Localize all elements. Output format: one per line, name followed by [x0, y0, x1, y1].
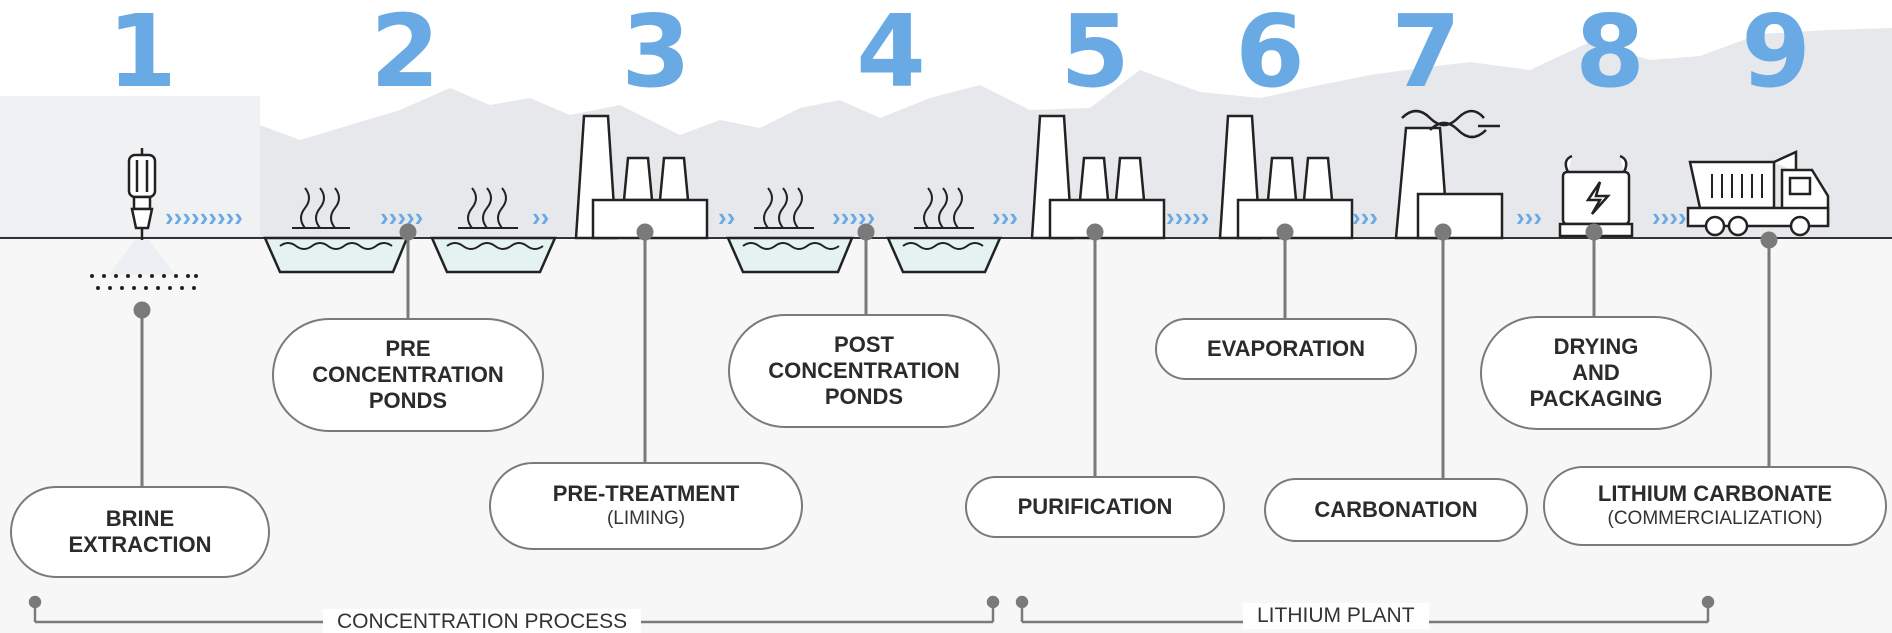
group-label-concentration-process: CONCENTRATION PROCESS	[323, 609, 642, 633]
step-label-line: PURIFICATION	[1017, 494, 1173, 519]
step-number-3: 3	[621, 0, 691, 110]
connector-lines	[133, 223, 1778, 486]
evaporation-steam-icon	[292, 187, 974, 229]
step-label-line: LITHIUM CARBONATE	[1597, 481, 1833, 506]
step-number-2: 2	[370, 0, 440, 110]
spray-cone	[108, 240, 176, 275]
brine-dots	[90, 274, 198, 290]
svg-text:›››: ›››	[1352, 202, 1378, 232]
step-number-1: 1	[107, 0, 177, 110]
step-label-line: AND	[1572, 360, 1620, 385]
step-label-drying-and-packaging: DRYING AND PACKAGING	[1480, 316, 1712, 430]
step-label-line: PRE	[385, 336, 431, 361]
step-label-purification: PURIFICATION	[965, 476, 1225, 538]
svg-text:››››: ››››	[1652, 202, 1687, 232]
step-number-4: 4	[856, 0, 926, 110]
step-label-line: PACKAGING	[1529, 386, 1663, 411]
step-label-line: PONDS	[368, 388, 448, 413]
pond-waves	[279, 242, 984, 250]
step-label-line: BRINE	[105, 506, 175, 531]
svg-text:››: ››	[532, 202, 549, 232]
step-number-5: 5	[1060, 0, 1130, 110]
step-sub-label: (COMMERCIALIZATION)	[1607, 508, 1823, 529]
svg-text:››: ››	[718, 202, 735, 232]
svg-text:›››››››››: ›››››››››	[165, 202, 243, 232]
step-label-line: DRYING	[1553, 334, 1639, 359]
svg-text:›››: ›››	[992, 202, 1018, 232]
svg-text:›››: ›››	[1516, 202, 1542, 232]
step-label-post-concentration-ponds: POST CONCENTRATION PONDS	[728, 314, 1000, 428]
step-label-line: PRE-TREATMENT	[552, 481, 740, 506]
group-label-lithium-plant: LITHIUM PLANT	[1243, 603, 1429, 629]
step-label-lithium-carbonate: LITHIUM CARBONATE (COMMERCIALIZATION)	[1543, 466, 1887, 546]
factory-icon	[574, 114, 1354, 240]
step-label-line: CONCENTRATION	[768, 358, 960, 383]
step-label-brine-extraction: BRINE EXTRACTION	[10, 486, 270, 578]
step-label-line: CONCENTRATION	[312, 362, 504, 387]
carbonation-plant-icon	[1394, 109, 1504, 240]
svg-text:›››››: ›››››	[1166, 202, 1209, 232]
step-label-carbonation: CARBONATION	[1264, 478, 1528, 542]
step-label-pre-concentration-ponds: PRE CONCENTRATION PONDS	[272, 318, 544, 432]
brine-well-icon	[127, 148, 157, 240]
step-number-6: 6	[1235, 0, 1305, 110]
step-number-8: 8	[1575, 0, 1645, 110]
ground	[0, 238, 1892, 633]
step-number-7: 7	[1391, 0, 1461, 110]
step-label-line: EVAPORATION	[1206, 336, 1366, 361]
step-label-line: EXTRACTION	[68, 532, 212, 557]
step-label-line: POST	[834, 332, 894, 357]
step-label-line: CARBONATION	[1314, 497, 1478, 522]
step-sub-label: (LIMING)	[606, 508, 686, 529]
flow-arrows: ››››››››› ››››› ›› ›› ››››› ››› ››››› ››…	[165, 202, 1687, 232]
step-number-9: 9	[1741, 0, 1811, 110]
dryer-package-icon	[1558, 154, 1634, 238]
truck-slats	[1711, 174, 1763, 198]
step-label-pre-treatment: PRE-TREATMENT (LIMING)	[489, 462, 803, 550]
step-label-line: PONDS	[824, 384, 904, 409]
step-label-evaporation: EVAPORATION	[1155, 318, 1417, 380]
